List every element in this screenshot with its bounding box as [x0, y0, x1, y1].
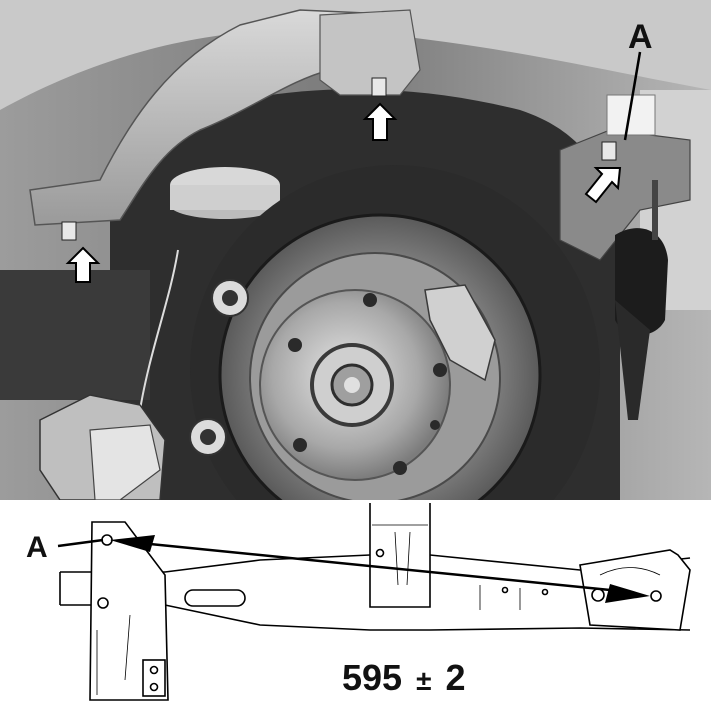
photo-callout-leader	[623, 51, 642, 141]
diagram-callout-label: A	[26, 531, 48, 564]
hanger-lower	[615, 300, 650, 420]
parking-brake-lever	[424, 284, 496, 382]
white-tag	[606, 94, 656, 136]
caliper-body	[89, 424, 161, 500]
mounting-eye-upper	[211, 279, 249, 317]
bolt-center	[371, 77, 387, 97]
coil-spring	[170, 167, 280, 219]
center-bracket	[369, 503, 431, 608]
arrow-left	[65, 246, 101, 283]
tolerance-value: 2	[445, 657, 465, 698]
rear-axle-photo: A	[0, 0, 711, 500]
arrow-center	[362, 102, 398, 141]
bolt-left	[61, 221, 77, 241]
arrowhead-left	[110, 535, 155, 552]
bolt-right	[601, 141, 617, 161]
diagram-callout-leader	[57, 538, 104, 548]
exhaust-hanger	[615, 228, 668, 335]
measurement-diagram: A 595 ± 2	[0, 500, 711, 711]
body-panel-top	[0, 0, 711, 110]
wheel-bolt-holes	[288, 293, 447, 475]
mounting-eye-lower	[189, 418, 227, 456]
right-bracket	[479, 549, 691, 631]
lower-left-shadow	[0, 270, 150, 400]
arm-mount-right	[319, 9, 421, 96]
dimension-label: 595 ± 2	[342, 657, 466, 698]
left-bracket	[89, 521, 169, 701]
dimension-value: 595	[342, 657, 402, 698]
hub-center-cap	[344, 377, 360, 393]
arrowhead-right	[605, 584, 650, 603]
arrow-right	[584, 167, 622, 204]
photo-callout-label: A	[628, 18, 653, 56]
tolerance-symbol: ±	[416, 665, 431, 696]
upper-control-arm	[29, 9, 416, 226]
brake-cable	[139, 249, 179, 411]
measurement-line	[139, 541, 631, 594]
